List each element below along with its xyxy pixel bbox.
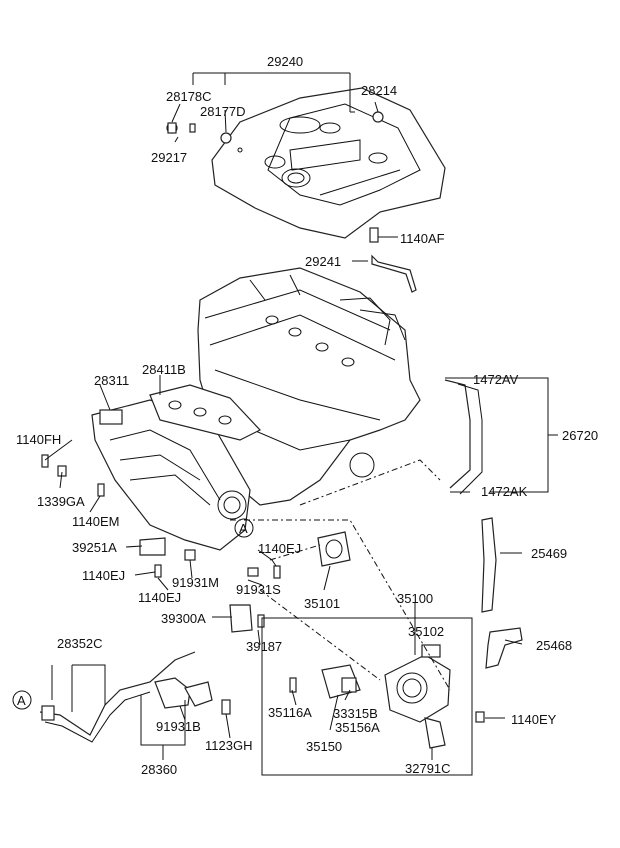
part-label-28311: 28311 <box>94 373 129 388</box>
part-label-28352c: 28352C <box>57 636 103 651</box>
part-label-39251a: 39251A <box>72 540 117 555</box>
part-label-1140ej: 1140EJ <box>258 541 301 556</box>
part-label-1123gh: 1123GH <box>205 738 252 753</box>
part-label-25468: 25468 <box>536 638 572 653</box>
part-label-1140em: 1140EM <box>72 514 119 529</box>
part-label-91931b: 91931B <box>156 719 201 734</box>
engine-cover <box>211 87 446 239</box>
part-label-1140ej: 1140EJ <box>82 568 125 583</box>
part-label-28177d: 28177D <box>200 104 246 119</box>
part-label-35150: 35150 <box>306 739 342 754</box>
throttle-gasket <box>317 531 351 567</box>
part-label-28360: 28360 <box>141 762 177 777</box>
part-label-29217: 29217 <box>151 150 187 165</box>
part-label-25469: 25469 <box>531 546 567 561</box>
part-label-28178c: 28178C <box>166 89 212 104</box>
part-label-35101: 35101 <box>304 596 340 611</box>
part-label-91931s: 91931S <box>236 582 281 597</box>
part-label-1140af: 1140AF <box>400 231 445 246</box>
hose-bracket <box>154 677 231 715</box>
part-label-29241: 29241 <box>305 254 341 269</box>
throttle-body <box>261 617 485 776</box>
part-label-39300a: 39300A <box>161 611 206 626</box>
part-label-26720: 26720 <box>562 428 598 443</box>
ref-circle-a-lower: A <box>12 690 32 710</box>
part-label-39187: 39187 <box>246 639 282 654</box>
part-label-28214: 28214 <box>361 83 397 98</box>
part-label-32791c: 32791C <box>405 761 451 776</box>
hoses <box>39 379 523 743</box>
part-label-1472ak: 1472AK <box>481 484 528 499</box>
part-label-35156a: 35156A <box>335 720 380 735</box>
part-label-35102: 35102 <box>408 624 444 639</box>
part-label-1140fh: 1140FH <box>16 432 61 447</box>
part-label-1339ga: 1339GA <box>37 494 85 509</box>
part-label-1140ey: 1140EY <box>511 712 557 727</box>
part-label-33315b: 33315B <box>333 706 378 721</box>
part-label-28411b: 28411B <box>142 362 186 377</box>
cover-fasteners <box>166 111 384 144</box>
part-label-35116a: 35116A <box>268 705 312 720</box>
ref-a-label: A <box>239 521 248 536</box>
leader-lines <box>44 72 558 760</box>
part-labels: 29240 28178C 28177D 28214 29217 1140AF 2… <box>16 54 598 777</box>
manifold-fasteners <box>41 454 281 633</box>
cover-bracket <box>369 227 417 293</box>
part-label-91931m: 91931M <box>172 575 219 590</box>
ref-circle-a-upper: A <box>234 518 254 538</box>
engine-block <box>197 267 421 506</box>
dashed-reference-lines <box>230 459 451 691</box>
part-label-35100: 35100 <box>397 591 433 606</box>
part-label-29240: 29240 <box>267 54 303 69</box>
part-label-1140ej: 1140EJ <box>138 590 181 605</box>
part-label-1472av: 1472AV <box>473 372 519 387</box>
intake-manifold <box>91 384 261 551</box>
ref-a-label: A <box>17 693 26 708</box>
